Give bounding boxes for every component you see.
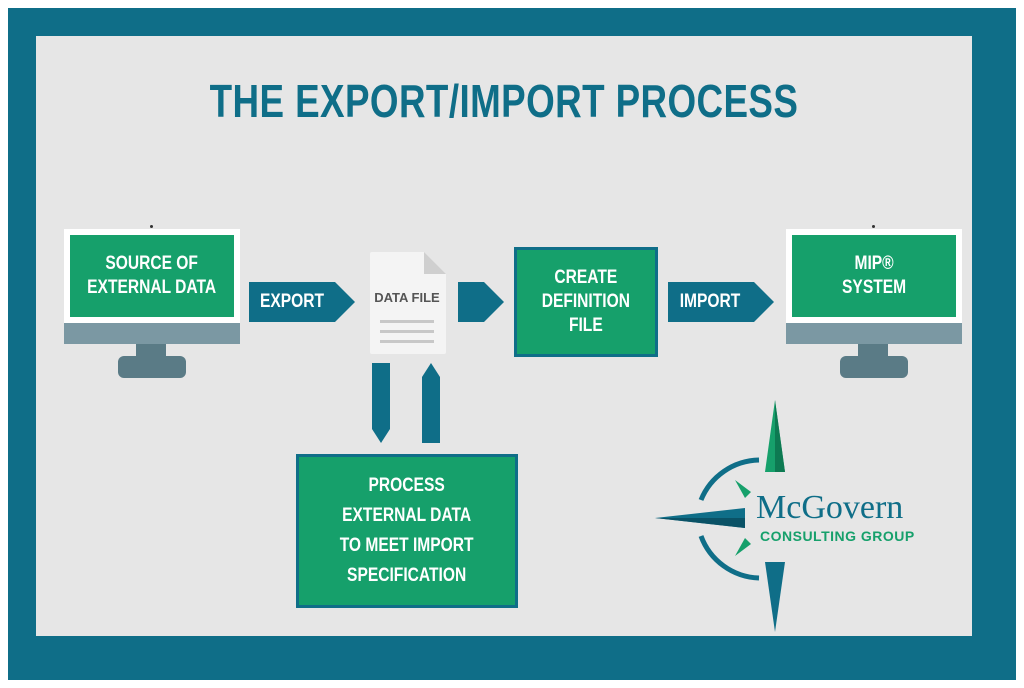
import-label: IMPORT	[679, 291, 741, 312]
camera-dot	[872, 225, 875, 228]
process-line-4: SPECIFICATION	[347, 565, 467, 586]
create-line-2: DEFINITION	[541, 291, 631, 312]
source-label-line-2: EXTERNAL DATA	[87, 277, 217, 298]
source-label: SOURCE OF EXTERNAL DATA	[88, 252, 217, 300]
mip-foot	[840, 356, 908, 378]
to-create-arrow	[458, 282, 504, 322]
down-arrow	[372, 363, 390, 443]
export-label: EXPORT	[259, 291, 325, 312]
mip-label-line-1: MIP®	[854, 253, 894, 274]
create-definition-box: CREATE DEFINITION FILE	[514, 247, 658, 357]
mip-screen: MIP® SYSTEM	[786, 229, 962, 323]
document-icon	[370, 252, 446, 354]
compass-icon	[655, 400, 785, 632]
process-line-3: TO MEET IMPORT	[340, 535, 474, 556]
logo-name: McGovern	[756, 489, 904, 526]
logo-tagline: CONSULTING GROUP	[760, 528, 915, 544]
create-line-1: CREATE	[554, 267, 618, 288]
create-line-3: FILE	[569, 315, 603, 336]
create-definition-text: CREATE DEFINITION FILE	[542, 266, 630, 338]
camera-dot	[150, 225, 153, 228]
source-foot	[118, 356, 186, 378]
import-arrow	[668, 282, 774, 322]
process-line-1: PROCESS	[368, 475, 446, 496]
process-box: PROCESS EXTERNAL DATA TO MEET IMPORT SPE…	[296, 454, 518, 608]
data-file-label: DATA FILE	[374, 290, 440, 305]
source-label-line-1: SOURCE OF	[105, 253, 199, 274]
up-arrow	[422, 363, 440, 443]
mip-bezel	[786, 323, 962, 344]
process-text: PROCESS EXTERNAL DATA TO MEET IMPORT SPE…	[340, 471, 474, 591]
source-screen: SOURCE OF EXTERNAL DATA	[64, 229, 240, 323]
mip-label-line-2: SYSTEM	[841, 277, 907, 298]
diagram-title: THE EXPORT/IMPORT PROCESS	[209, 75, 799, 127]
source-bezel	[64, 323, 240, 344]
mip-label: MIP® SYSTEM	[842, 252, 906, 300]
export-arrow	[249, 282, 355, 322]
process-line-2: EXTERNAL DATA	[342, 505, 472, 526]
